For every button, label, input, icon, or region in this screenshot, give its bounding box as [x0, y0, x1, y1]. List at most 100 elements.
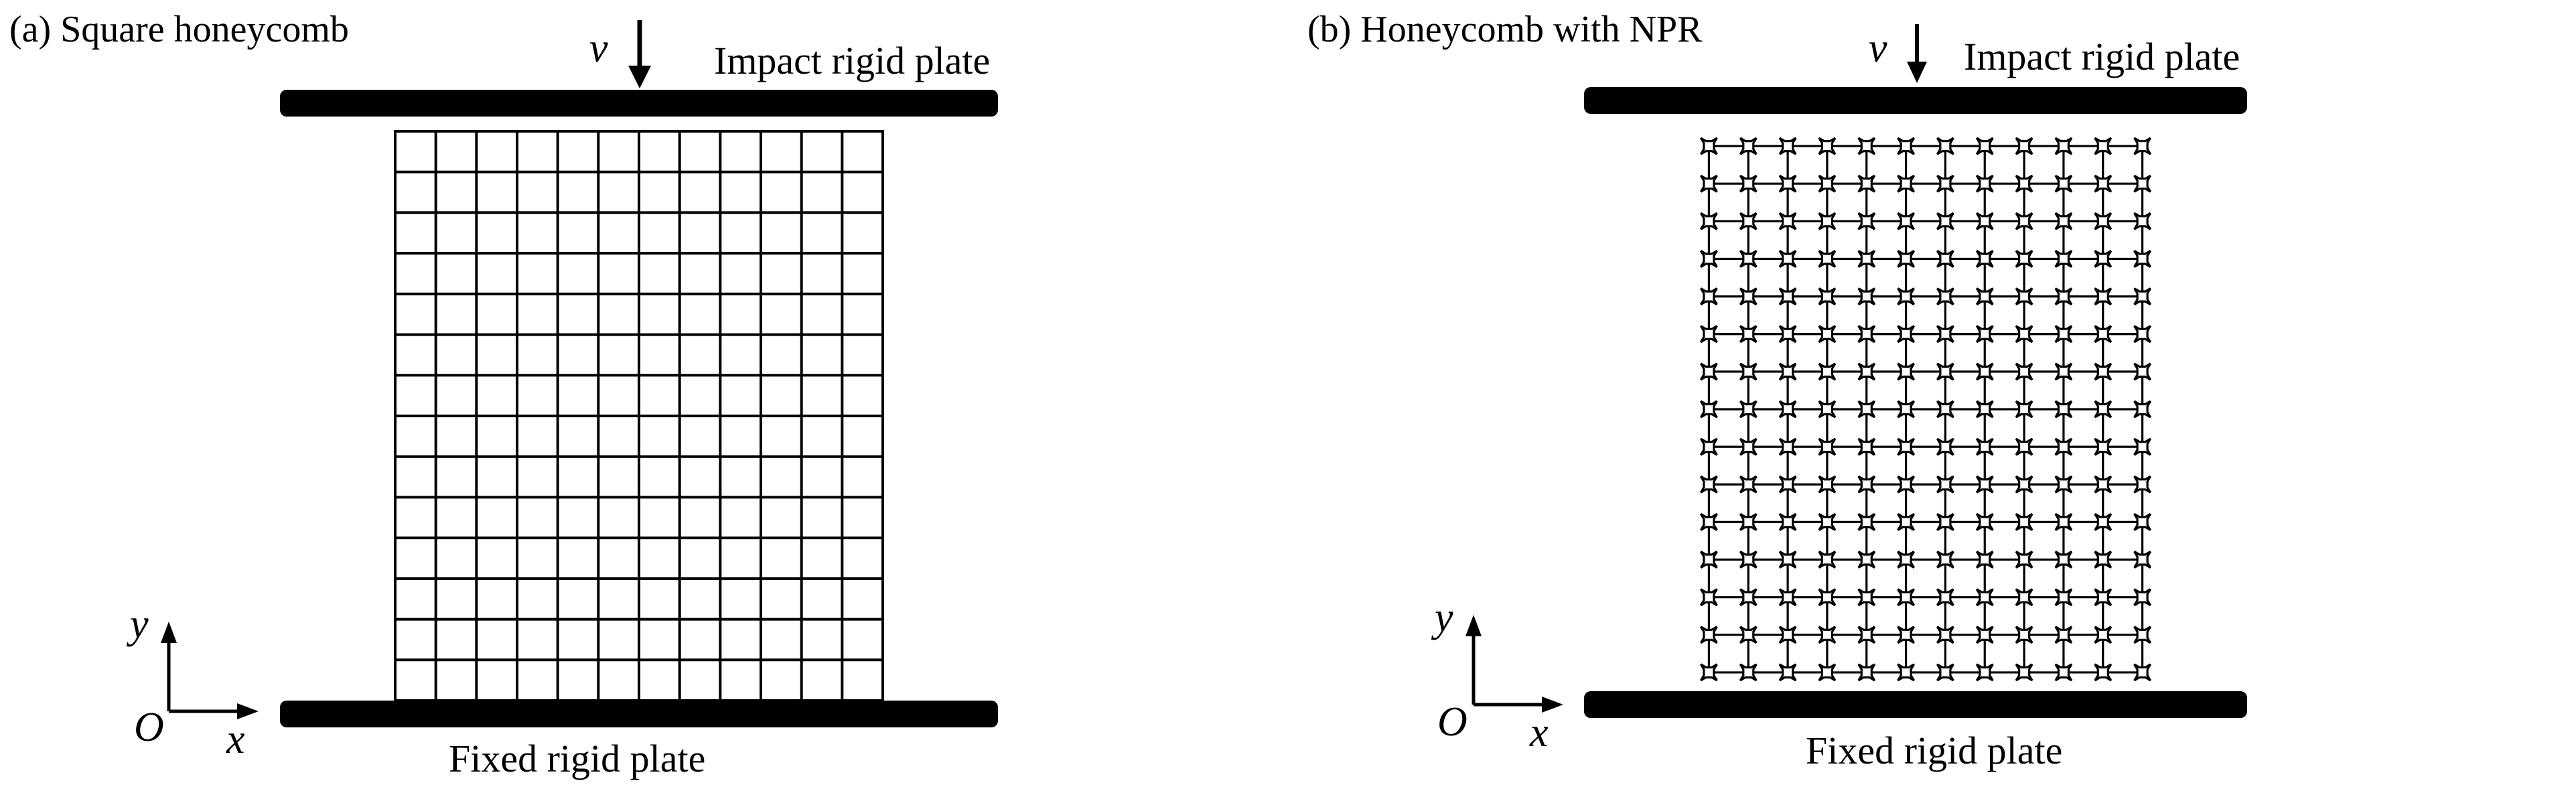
panel-b-reentrant-cell — [1739, 212, 1758, 230]
panel-b-reentrant-cell — [2015, 475, 2033, 494]
panel-b-reentrant-cell — [2054, 437, 2073, 456]
panel-b-reentrant-cell — [2054, 513, 2073, 531]
panel-b-reentrant-cell — [1975, 400, 1994, 419]
panel-b-reentrant-cell — [1857, 287, 1876, 305]
panel-b-reentrant-cell — [2015, 287, 2033, 305]
panel-a-square-honeycomb — [394, 130, 884, 702]
panel-b-reentrant-cell — [1936, 437, 1954, 456]
panel-b-reentrant-cell — [1975, 475, 1994, 494]
panel-b-y-arrow-icon — [1465, 615, 1482, 636]
panel-b-reentrant-cell — [1975, 362, 1994, 381]
panel-b-reentrant-cell — [2054, 400, 2073, 419]
panel-b-reentrant-cell — [1975, 287, 1994, 305]
panel-b-reentrant-cell — [1897, 400, 1915, 419]
panel-b-reentrant-cell — [1739, 400, 1758, 419]
panel-b-reentrant-cell — [1818, 551, 1837, 569]
panel-b-reentrant-cell — [2133, 588, 2151, 607]
panel-b-x-arrow-icon — [1542, 697, 1563, 713]
panel-b-reentrant-cell — [1739, 362, 1758, 381]
panel-b-npr-honeycomb — [1700, 137, 2151, 682]
panel-b-reentrant-cell — [1700, 551, 1718, 569]
panel-b-reentrant-cell — [1936, 137, 1954, 155]
panel-b: (b) Honeycomb with NPR v Impact rigid pl… — [1307, 9, 2247, 772]
panel-b-reentrant-cell — [2094, 174, 2113, 193]
panel-b-reentrant-cell — [2133, 250, 2151, 268]
panel-b-reentrant-cell — [1897, 551, 1915, 569]
panel-b-reentrant-cell — [2015, 513, 2033, 531]
panel-b-reentrant-cell — [1857, 437, 1876, 456]
panel-b-reentrant-cell — [1700, 174, 1718, 193]
panel-b-caption: (b) Honeycomb with NPR — [1307, 9, 1703, 50]
panel-a-x-arrow-icon — [237, 703, 259, 719]
panel-b-reentrant-cell — [2094, 137, 2113, 155]
panel-b-reentrant-cell — [1739, 287, 1758, 305]
panel-b-reentrant-cell — [2015, 250, 2033, 268]
panel-b-reentrant-cell — [1818, 325, 1837, 344]
panel-b-reentrant-cell — [1975, 137, 1994, 155]
panel-b-reentrant-cell — [1936, 287, 1954, 305]
panel-a-impact-plate-label: Impact rigid plate — [714, 39, 990, 82]
panel-a-fixed-plate-label: Fixed rigid plate — [449, 737, 705, 780]
panel-b-reentrant-cell — [1700, 400, 1718, 419]
panel-b-reentrant-cell — [1897, 663, 1915, 682]
panel-b-reentrant-cell — [1778, 626, 1797, 644]
panel-b-reentrant-cell — [1975, 513, 1994, 531]
panel-b-reentrant-cell — [1818, 513, 1837, 531]
panel-b-reentrant-cell — [2094, 325, 2113, 344]
panel-b-reentrant-cell — [2133, 287, 2151, 305]
panel-b-reentrant-cell — [1778, 663, 1797, 682]
panel-b-reentrant-cell — [1778, 362, 1797, 381]
panel-b-reentrant-cell — [1739, 437, 1758, 456]
panel-a-velocity-arrow-icon — [628, 20, 651, 88]
panel-b-reentrant-cell — [2133, 174, 2151, 193]
panel-b-reentrant-cell — [1857, 588, 1876, 607]
panel-b-reentrant-cell — [1739, 513, 1758, 531]
panel-b-reentrant-cell — [1739, 137, 1758, 155]
panel-b-reentrant-cell — [1700, 513, 1718, 531]
panel-b-reentrant-cell — [2094, 287, 2113, 305]
panel-b-reentrant-cell — [1700, 250, 1718, 268]
panel-b-reentrant-cell — [2094, 551, 2113, 569]
panel-a-y-arrow-icon — [161, 622, 177, 643]
panel-b-reentrant-cell — [1700, 475, 1718, 494]
panel-b-reentrant-cell — [2133, 437, 2151, 456]
panel-b-reentrant-cell — [1739, 588, 1758, 607]
panel-b-reentrant-cell — [2094, 588, 2113, 607]
panel-b-reentrant-cell — [1975, 588, 1994, 607]
panel-b-reentrant-cell — [2094, 437, 2113, 456]
panel-b-reentrant-cell — [1778, 287, 1797, 305]
panel-b-reentrant-cell — [1739, 551, 1758, 569]
panel-b-reentrant-cell — [1897, 174, 1915, 193]
panel-b-reentrant-cell — [2054, 475, 2073, 494]
panel-b-reentrant-cell — [1778, 137, 1797, 155]
panel-a-axis-x-label: x — [226, 717, 245, 762]
panel-b-reentrant-cell — [2015, 626, 2033, 644]
panel-b-reentrant-cell — [1739, 663, 1758, 682]
panel-b-axis: y x O — [1431, 595, 1563, 756]
panel-b-reentrant-cell — [2133, 400, 2151, 419]
panel-b-reentrant-cell — [1778, 437, 1797, 456]
panel-b-reentrant-cell — [1975, 551, 1994, 569]
panel-b-reentrant-cell — [2054, 663, 2073, 682]
panel-b-reentrant-cell — [1778, 250, 1797, 268]
panel-a-fixed-plate — [280, 701, 998, 727]
panel-b-reentrant-cell — [2054, 212, 2073, 230]
panel-b-impact-plate-label: Impact rigid plate — [1964, 35, 2240, 78]
panel-b-reentrant-cell — [1975, 174, 1994, 193]
panel-a-caption: (a) Square honeycomb — [9, 9, 349, 50]
panel-b-axis-x-label: x — [1529, 710, 1549, 756]
panel-b-reentrant-cell — [2133, 362, 2151, 381]
panel-b-reentrant-cell — [1975, 212, 1994, 230]
panel-b-reentrant-cell — [1857, 400, 1876, 419]
panel-b-reentrant-cell — [2094, 400, 2113, 419]
panel-b-reentrant-cell — [1700, 626, 1718, 644]
panel-a-axis-origin-label: O — [134, 705, 164, 750]
panel-b-reentrant-cell — [1818, 626, 1837, 644]
panel-b-reentrant-cell — [1936, 663, 1954, 682]
panel-b-reentrant-cell — [1897, 588, 1915, 607]
panel-a-axis: y x O — [126, 601, 259, 762]
panel-b-reentrant-cell — [2094, 362, 2113, 381]
panel-b-reentrant-cell — [2094, 212, 2113, 230]
panel-b-reentrant-cell — [1936, 400, 1954, 419]
